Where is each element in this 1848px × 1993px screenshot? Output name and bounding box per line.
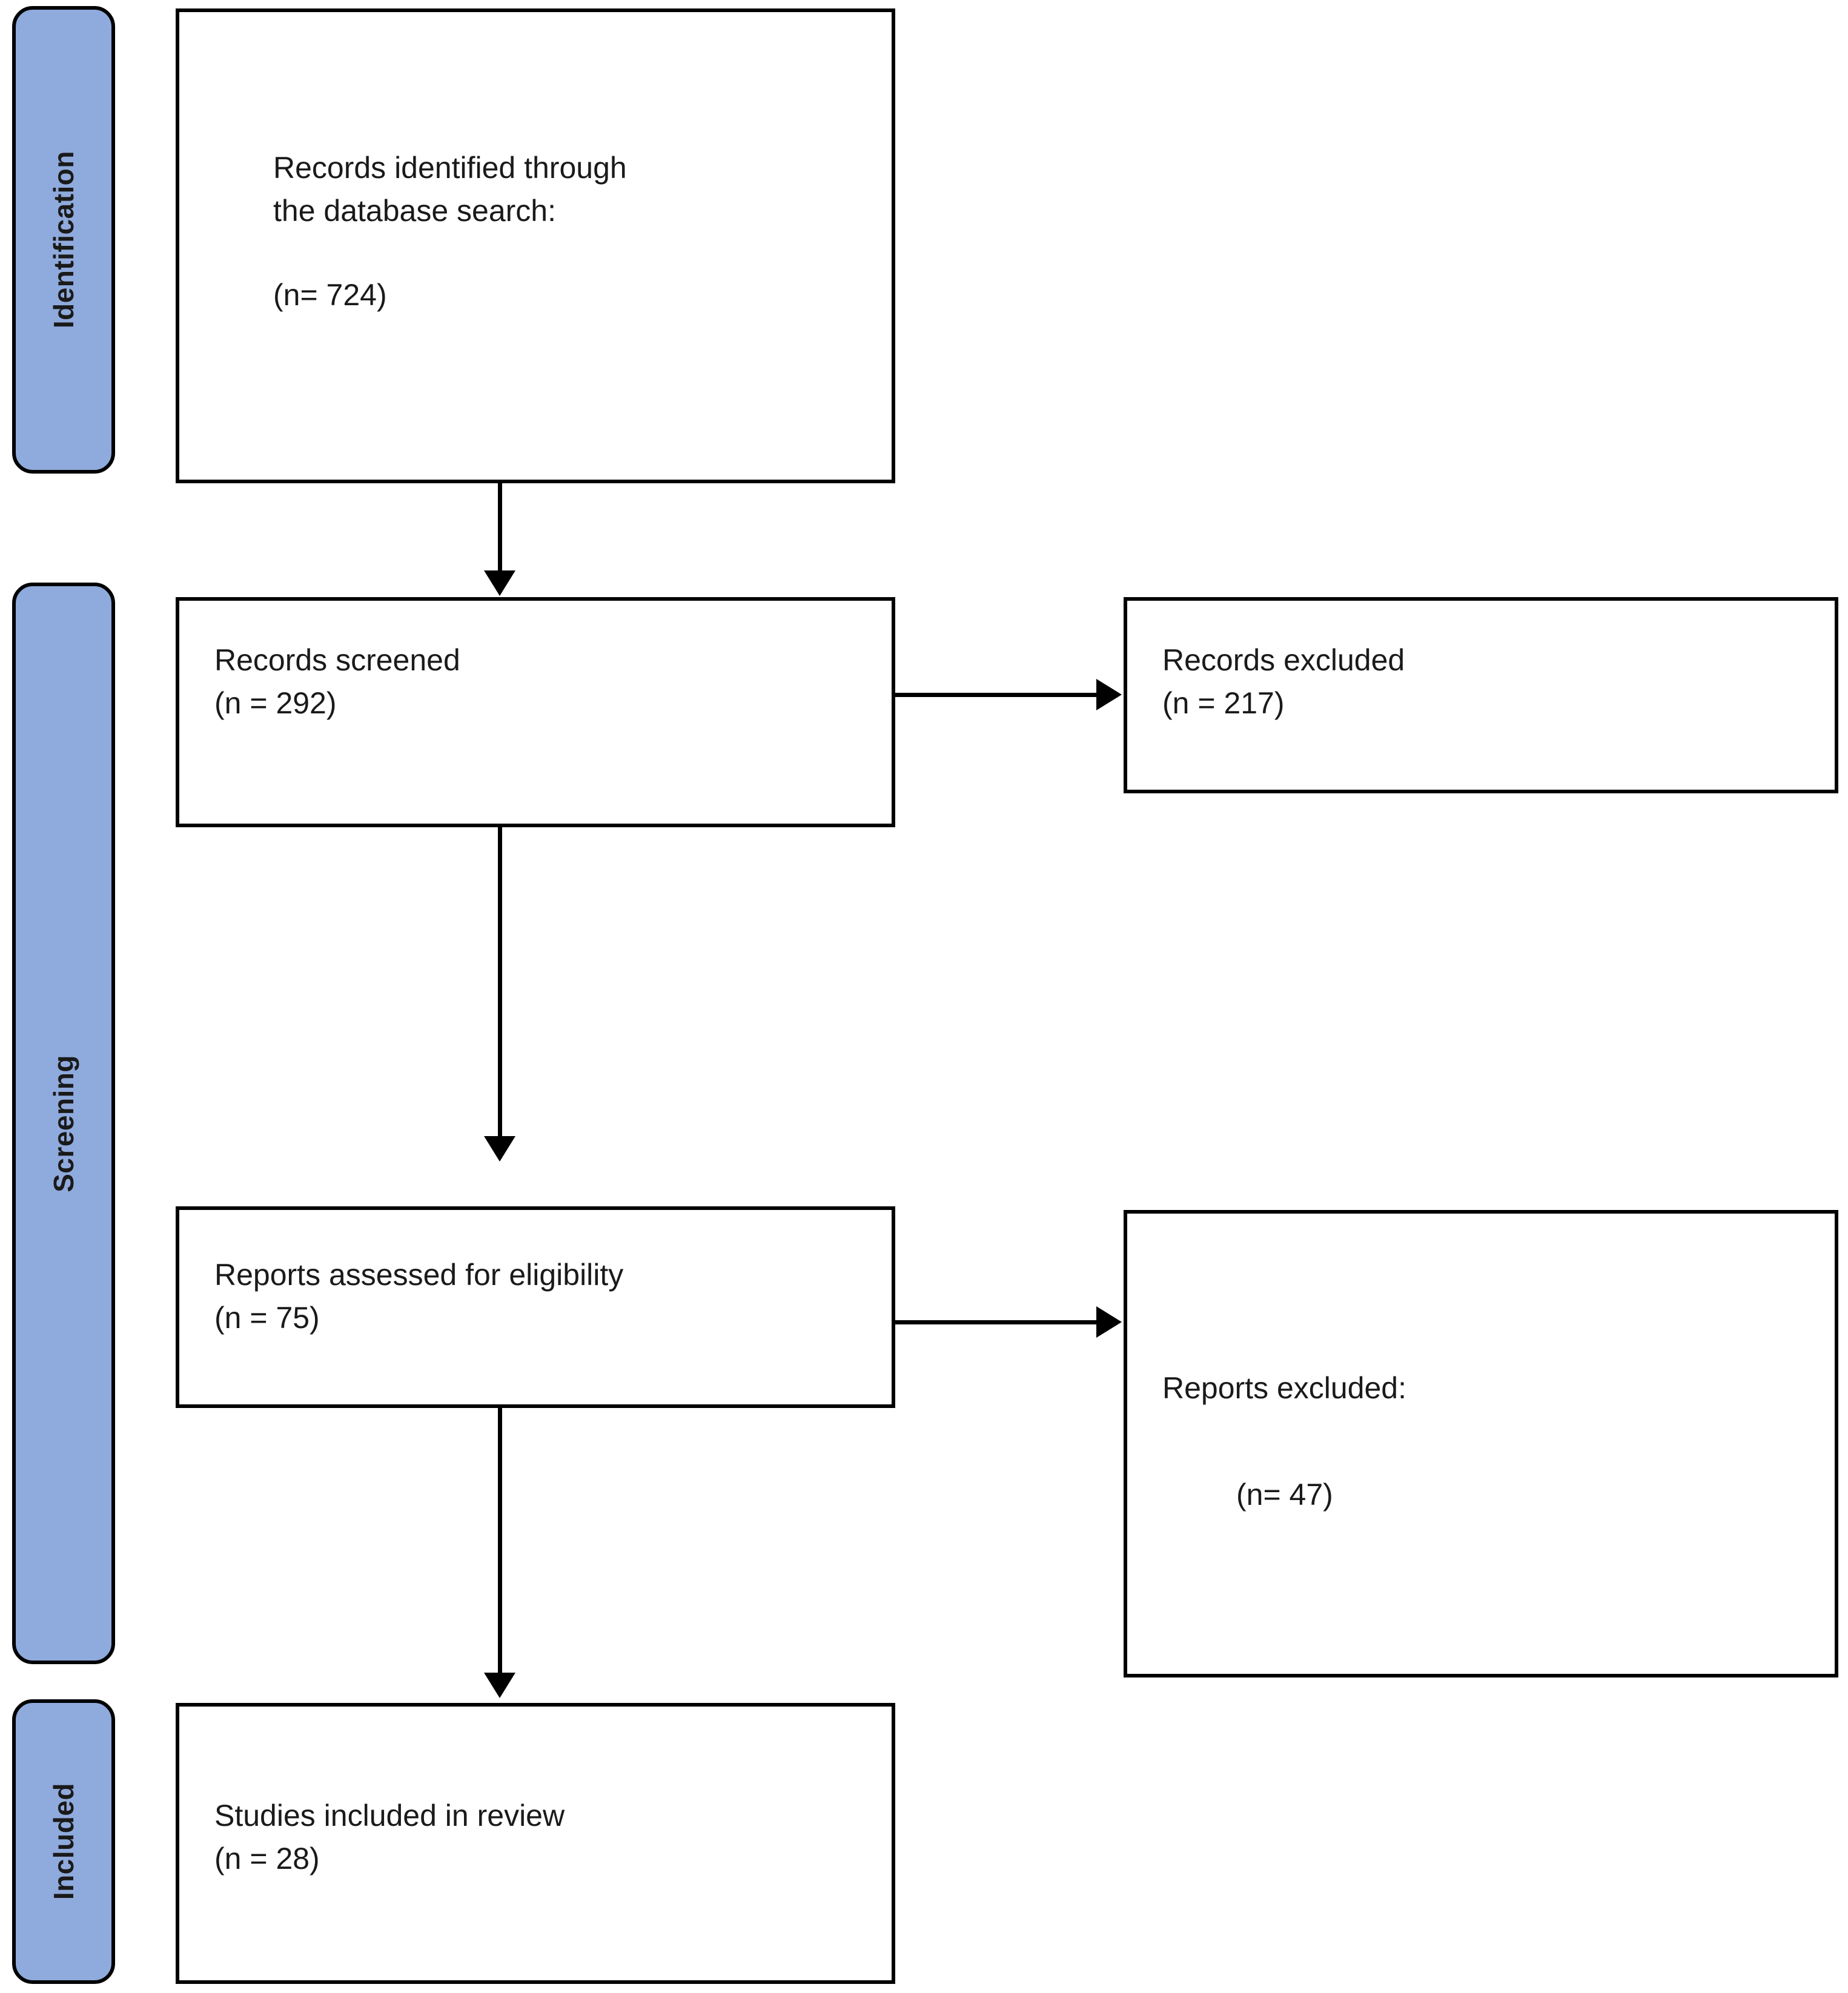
- stage-screening-label: Screening: [48, 1054, 79, 1192]
- connector-screened-to-assessed-arrow: [484, 1136, 515, 1162]
- reports-assessed-count: (n = 75): [214, 1301, 320, 1335]
- records-excluded-count: (n = 217): [1162, 686, 1285, 720]
- records-identified-count: (n= 724): [273, 278, 387, 312]
- box-records-excluded: Records excluded (n = 217): [1124, 597, 1838, 793]
- connector-assessed-to-reports-excluded-arrow: [1096, 1306, 1122, 1338]
- connector-screened-to-excluded-arrow: [1096, 679, 1122, 710]
- records-identified-line1: Records identified through: [273, 151, 627, 185]
- connector-identified-to-screened-arrow: [484, 570, 515, 596]
- records-identified-line2: the database search:: [273, 194, 556, 228]
- studies-included-line1: Studies included in review: [214, 1799, 565, 1833]
- connector-assessed-to-reports-excluded-line: [895, 1320, 1101, 1324]
- reports-assessed-line1: Reports assessed for eligibility: [214, 1258, 624, 1292]
- connector-identified-to-screened-line: [498, 483, 502, 573]
- stage-identification: Identification: [12, 6, 115, 474]
- connector-assessed-to-included-line: [498, 1408, 502, 1677]
- stage-included: Included: [12, 1699, 115, 1984]
- connector-screened-to-assessed-line: [498, 827, 502, 1140]
- reports-excluded-count: (n= 47): [1236, 1478, 1333, 1512]
- box-reports-assessed: Reports assessed for eligibility (n = 75…: [176, 1206, 895, 1408]
- stage-screening: Screening: [12, 583, 115, 1664]
- records-excluded-line1: Records excluded: [1162, 643, 1405, 677]
- box-reports-excluded: Reports excluded: (n= 47): [1124, 1210, 1838, 1677]
- box-records-identified: Records identified through the database …: [176, 8, 895, 483]
- stage-identification-label: Identification: [48, 151, 79, 329]
- reports-excluded-line1: Reports excluded:: [1162, 1371, 1407, 1405]
- connector-screened-to-excluded-line: [895, 693, 1101, 697]
- box-studies-included: Studies included in review (n = 28): [176, 1703, 895, 1984]
- studies-included-count: (n = 28): [214, 1842, 320, 1876]
- records-screened-line1: Records screened: [214, 643, 460, 677]
- connector-assessed-to-included-arrow: [484, 1673, 515, 1698]
- records-screened-count: (n = 292): [214, 686, 337, 720]
- box-records-screened: Records screened (n = 292): [176, 597, 895, 827]
- stage-included-label: Included: [48, 1783, 79, 1900]
